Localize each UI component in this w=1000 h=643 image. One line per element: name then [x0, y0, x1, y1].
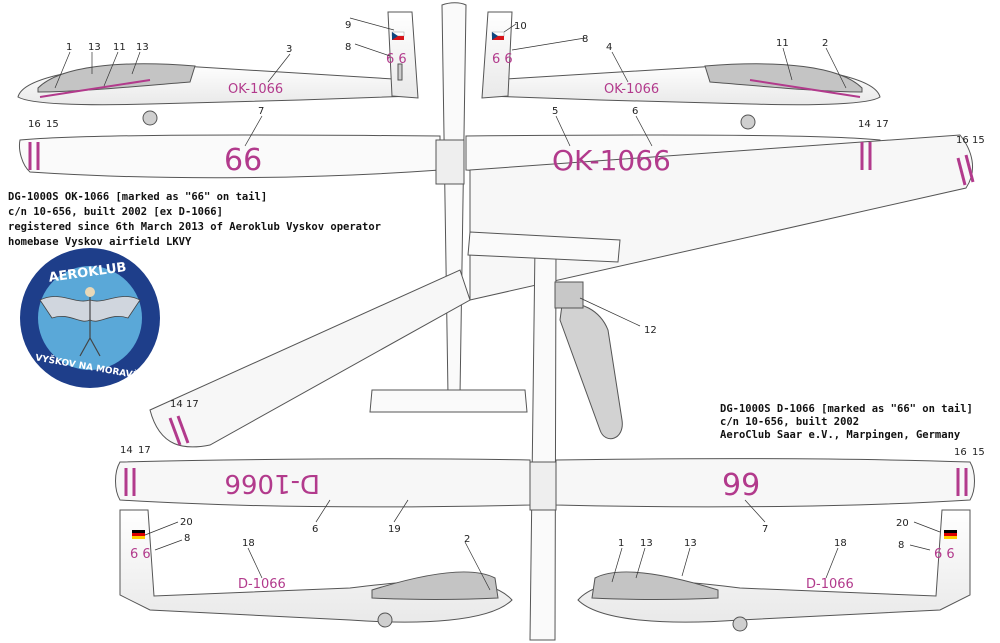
callout-8: 8 — [345, 42, 351, 53]
svg-text:AeroClub Saar e.V., Marpingen,: AeroClub Saar e.V., Marpingen, Germany — [720, 429, 961, 441]
svg-text:DG-1000S OK-1066 [marked as ": DG-1000S OK-1066 [marked as "66" on tail… — [8, 191, 267, 203]
callout-15b: 15 — [972, 135, 985, 146]
callout-20b: 20 — [896, 518, 909, 529]
tail-num-d-left: 6 6 — [130, 547, 151, 562]
wing-num: 66 — [224, 143, 262, 178]
wingtip-stripes — [28, 142, 975, 496]
note-czech: DG-1000S OK-1066 [marked as "66" on tail… — [8, 191, 381, 248]
side-view-ok-left — [17, 11, 419, 126]
callout-16b: 16 — [956, 135, 969, 146]
callout-11: 11 — [113, 42, 126, 53]
wing-reg-ok: OK-1066 — [552, 144, 671, 177]
callout-3: 3 — [286, 44, 292, 55]
lower-wing-left — [115, 458, 531, 508]
lower-wing-right — [555, 458, 975, 508]
callout-11b: 11 — [776, 38, 789, 49]
callout-8d: 8 — [898, 540, 904, 551]
callout-9: 9 — [345, 20, 351, 31]
callout-19: 19 — [388, 524, 401, 535]
note-german: DG-1000S D-1066 [marked as "66" on tail]… — [720, 403, 973, 441]
callout-14c: 14 — [120, 445, 133, 456]
fin — [481, 11, 513, 99]
svg-text:registered since 6th March 201: registered since 6th March 2013 of Aerok… — [8, 221, 381, 233]
callout-8c: 8 — [184, 533, 190, 544]
top-view-d — [115, 231, 975, 641]
svg-text:DG-1000S D-1066 [marked as "6: DG-1000S D-1066 [marked as "66" on tail] — [720, 403, 973, 415]
tail-num-right: 6 6 — [492, 52, 513, 67]
reg-ok-side-left: OK-1066 — [228, 82, 283, 97]
callout-16c: 16 — [954, 447, 967, 458]
side-view-ok-right — [481, 11, 881, 130]
callout-1b: 1 — [618, 538, 624, 549]
callout-13c: 13 — [640, 538, 653, 549]
callout-17c: 17 — [138, 445, 151, 456]
callout-13b: 13 — [136, 42, 149, 53]
callout-10: 10 — [514, 21, 527, 32]
svg-text:c/n 10-656, built 2002 [ex D-1: c/n 10-656, built 2002 [ex D-1066] — [8, 206, 223, 218]
cockpit-d — [559, 303, 623, 440]
callout-8b: 8 — [582, 34, 588, 45]
callout-18: 18 — [242, 538, 255, 549]
svg-text:homebase Vyskov airfield LKVY: homebase Vyskov airfield LKVY — [8, 236, 192, 248]
callout-17: 17 — [876, 119, 889, 130]
callout-15: 15 — [46, 119, 59, 130]
tail-num-d-right: 6 6 — [934, 547, 955, 562]
callout-13d: 13 — [684, 538, 697, 549]
callout-15c: 15 — [972, 447, 985, 458]
reg-d-side-left: D-1066 — [238, 577, 286, 592]
aeroklub-logo: AEROKLUB VYŠKOV NA MORAVĚ — [20, 248, 160, 388]
wing-num-inverted: 99 — [722, 468, 760, 503]
tailplane-top — [369, 389, 528, 413]
callout-14: 14 — [858, 119, 871, 130]
callout-6: 6 — [632, 106, 638, 117]
callout-1: 1 — [66, 42, 72, 53]
left-wing-diagonal — [149, 269, 471, 448]
callout-4: 4 — [606, 42, 612, 53]
fuselage-d — [529, 240, 557, 641]
upper-fuselage — [441, 2, 467, 396]
callout-13: 13 — [88, 42, 101, 53]
side-view-d-left — [119, 509, 513, 628]
czech-flag-icon — [391, 31, 405, 40]
callout-18b: 18 — [834, 538, 847, 549]
callout-5: 5 — [552, 106, 558, 117]
german-flag-icon — [132, 530, 145, 539]
side-view-d-right — [577, 509, 971, 632]
callout-16: 16 — [28, 119, 41, 130]
callout-7b: 7 — [762, 524, 768, 535]
left-wing-upper — [19, 134, 441, 179]
wing-reg-d-inverted: D-1066 — [224, 468, 320, 498]
callout-7: 7 — [258, 106, 264, 117]
callout-20: 20 — [180, 517, 193, 528]
reg-d-side-right: D-1066 — [806, 577, 854, 592]
tail-num-left: 6 6 — [386, 52, 407, 67]
callout-2: 2 — [822, 38, 828, 49]
callout-17b: 17 — [186, 399, 199, 410]
svg-text:c/n 10-656, built 2002: c/n 10-656, built 2002 — [720, 416, 859, 428]
callout-14b: 14 — [170, 399, 183, 410]
reg-ok-side-right: OK-1066 — [604, 82, 659, 97]
callout-6b: 6 — [312, 524, 318, 535]
callouts — [54, 17, 941, 591]
german-flag-icon — [944, 530, 957, 539]
czech-flag-icon — [491, 31, 505, 40]
tailplane-d — [467, 231, 621, 263]
callout-12: 12 — [644, 325, 657, 336]
callout-2b: 2 — [464, 534, 470, 545]
